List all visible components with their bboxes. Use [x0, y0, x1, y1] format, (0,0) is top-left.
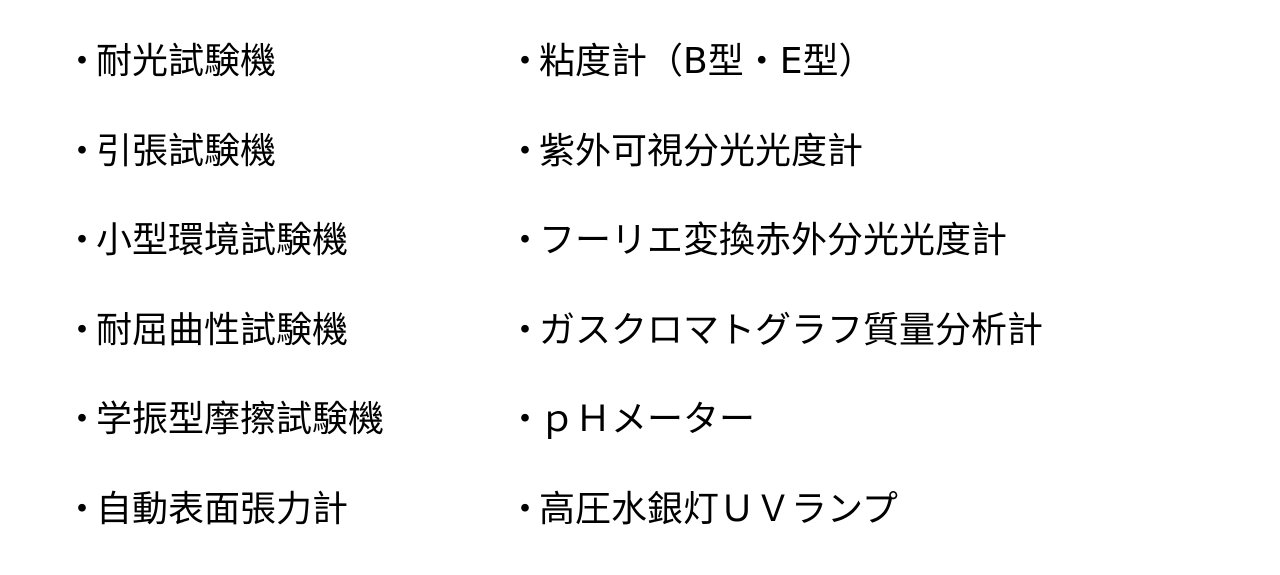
bullet-icon: ・: [64, 217, 96, 265]
list-item-label: ガスクロマトグラフ質量分析計: [539, 307, 1043, 355]
bullet-icon: ・: [64, 486, 96, 534]
bullet-icon: ・: [507, 307, 539, 355]
bullet-icon: ・: [64, 307, 96, 355]
bullet-icon: ・: [64, 396, 96, 444]
bullet-icon: ・: [64, 38, 96, 86]
list-item-label: 粘度計（B型・E型）: [539, 38, 874, 86]
list-item-label: 引張試験機: [96, 128, 276, 176]
list-item: ・ 引張試験機: [64, 128, 484, 218]
list-item: ・ 自動表面張力計: [64, 486, 484, 575]
list-item: ・ フーリエ変換赤外分光光度計: [507, 217, 1207, 307]
list-item: ・ 耐屈曲性試験機: [64, 307, 484, 397]
list-item-label: 学振型摩擦試験機: [96, 396, 384, 444]
bullet-icon: ・: [507, 217, 539, 265]
list-item-label: 高圧水銀灯ＵＶランプ: [539, 486, 898, 534]
bullet-icon: ・: [507, 38, 539, 86]
list-item: ・ 粘度計（B型・E型）: [507, 38, 1207, 128]
list-item: ・ 耐光試験機: [64, 38, 484, 128]
bullet-icon: ・: [507, 486, 539, 534]
equipment-list-right: ・ 粘度計（B型・E型） ・ 紫外可視分光光度計 ・ フーリエ変換赤外分光光度計…: [507, 38, 1207, 575]
list-item: ・ ｐＨメーター: [507, 396, 1207, 486]
equipment-list-left: ・ 耐光試験機 ・ 引張試験機 ・ 小型環境試験機 ・ 耐屈曲性試験機 ・ 学振…: [64, 38, 484, 575]
list-item: ・ 小型環境試験機: [64, 217, 484, 307]
list-item-label: 紫外可視分光光度計: [539, 128, 863, 176]
bullet-icon: ・: [507, 396, 539, 444]
bullet-icon: ・: [507, 128, 539, 176]
list-item: ・ ガスクロマトグラフ質量分析計: [507, 307, 1207, 397]
list-item: ・ 紫外可視分光光度計: [507, 128, 1207, 218]
list-item-label: フーリエ変換赤外分光光度計: [539, 217, 1007, 265]
list-item-label: 自動表面張力計: [96, 486, 348, 534]
list-item-label: ｐＨメーター: [539, 396, 755, 444]
list-item-label: 耐光試験機: [96, 38, 276, 86]
list-item: ・ 学振型摩擦試験機: [64, 396, 484, 486]
list-item-label: 小型環境試験機: [96, 217, 348, 265]
bullet-icon: ・: [64, 128, 96, 176]
list-item-label: 耐屈曲性試験機: [96, 307, 348, 355]
list-item: ・ 高圧水銀灯ＵＶランプ: [507, 486, 1207, 575]
